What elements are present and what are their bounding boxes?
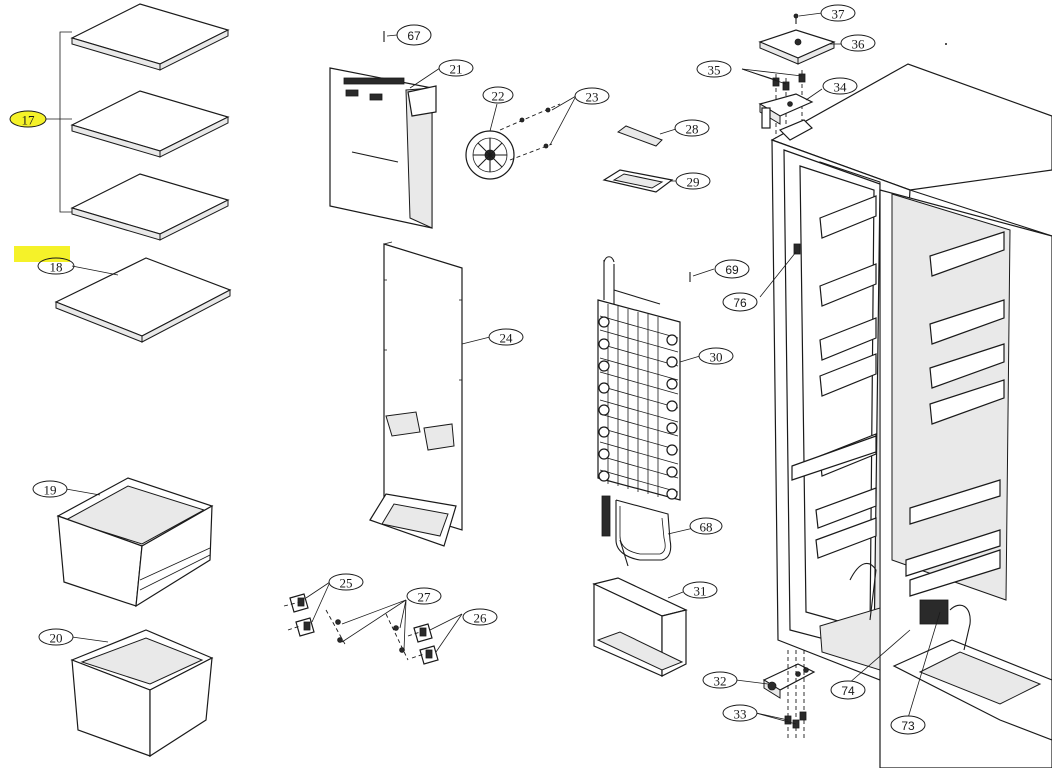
callout-28[interactable]: 28 — [674, 119, 710, 137]
callout-17-label: 17 — [22, 113, 36, 128]
callout-73-label: 73 — [901, 719, 915, 733]
evaporator-fan-shroud-21 — [329, 67, 437, 229]
callout-18-label: 18 — [50, 260, 63, 275]
callout-32[interactable]: 32 — [702, 671, 738, 689]
callout-23[interactable]: 23 — [574, 87, 610, 105]
part-28 — [616, 125, 663, 147]
screws-27 — [325, 609, 409, 661]
callout-19-label: 19 — [44, 483, 57, 498]
clips-25 — [283, 593, 315, 637]
callout-76[interactable]: 76 — [722, 292, 758, 312]
drain-tray-31 — [592, 577, 688, 677]
callout-35-label: 35 — [708, 63, 721, 78]
callout-69-label: 69 — [725, 263, 739, 277]
glass-shelf-2 — [70, 90, 230, 158]
screw-37 — [793, 13, 799, 24]
callout-24-label: 24 — [500, 331, 514, 346]
hinge-top-36 — [758, 29, 836, 65]
callout-34[interactable]: 34 — [822, 77, 858, 95]
callout-17[interactable]: 17 — [9, 110, 47, 128]
callout-34-label: 34 — [834, 80, 848, 95]
crisper-drawer-19 — [56, 477, 214, 608]
callout-21-label: 21 — [450, 62, 463, 77]
callout-32-label: 32 — [714, 674, 727, 689]
callout-69[interactable]: 69 — [714, 259, 750, 279]
callout-67-label: 67 — [407, 29, 421, 43]
stray-dot — [945, 43, 947, 45]
callout-28-label: 28 — [686, 122, 699, 137]
clips-26 — [407, 623, 439, 665]
freezer-shelves — [791, 195, 877, 559]
callout-74[interactable]: 74 — [830, 680, 866, 700]
fan-screws-23 — [499, 103, 561, 161]
callout-36[interactable]: 36 — [840, 34, 876, 52]
callout-25-label: 25 — [340, 576, 353, 591]
glass-shelf-3 — [70, 173, 230, 241]
callout-31[interactable]: 31 — [682, 581, 718, 599]
refrigerator-cabinet — [770, 63, 1052, 768]
callout-67[interactable]: 67 — [396, 24, 432, 46]
callout-20[interactable]: 20 — [38, 628, 74, 646]
hinge-bracket-34 — [758, 93, 814, 129]
callout-68-label: 68 — [700, 520, 713, 535]
callout-33-label: 33 — [734, 707, 747, 722]
callout-20-label: 20 — [50, 631, 63, 646]
callout-23-label: 23 — [586, 90, 599, 105]
hinge-screws-33 — [784, 650, 807, 740]
fridge-shelves — [905, 231, 1005, 597]
callout-37-label: 37 — [832, 7, 846, 22]
callout-25[interactable]: 25 — [328, 573, 364, 591]
callout-36-label: 36 — [852, 37, 866, 52]
callout-22-label: 22 — [492, 89, 505, 104]
callout-26[interactable]: 26 — [462, 608, 498, 626]
callout-27-label: 27 — [418, 590, 432, 605]
callout-18[interactable]: 18 — [37, 257, 75, 275]
callout-76-label: 76 — [733, 296, 747, 310]
fan-assembly-22 — [465, 130, 515, 180]
callout-31-label: 31 — [694, 584, 707, 599]
evaporator-coil-ends — [598, 316, 678, 500]
callout-33[interactable]: 33 — [722, 704, 758, 722]
callout-22[interactable]: 22 — [482, 86, 514, 104]
callout-30-label: 30 — [710, 350, 723, 365]
callout-29-label: 29 — [687, 175, 700, 190]
evaporator-30 — [597, 256, 681, 501]
callout-73[interactable]: 73 — [890, 715, 926, 735]
callout-26-label: 26 — [474, 611, 488, 626]
callout-19[interactable]: 19 — [32, 480, 68, 498]
crisper-drawer-20 — [70, 629, 214, 758]
part-29 — [602, 169, 674, 193]
shelf-group-17 — [46, 3, 230, 241]
callout-37[interactable]: 37 — [820, 4, 856, 22]
callout-35[interactable]: 35 — [696, 60, 732, 78]
glass-shelf-18 — [54, 257, 232, 343]
defrost-heater-68 — [601, 495, 672, 567]
callout-24[interactable]: 24 — [488, 328, 524, 346]
callout-27[interactable]: 27 — [406, 587, 442, 605]
callout-29[interactable]: 29 — [675, 172, 711, 190]
callout-21[interactable]: 21 — [438, 59, 474, 77]
callout-74-label: 74 — [841, 684, 855, 698]
hinge-bottom-32 — [762, 663, 816, 699]
callout-68[interactable]: 68 — [689, 517, 723, 535]
glass-shelf-1 — [70, 3, 230, 71]
callout-30[interactable]: 30 — [698, 347, 734, 365]
evaporator-cover-24 — [369, 241, 463, 547]
